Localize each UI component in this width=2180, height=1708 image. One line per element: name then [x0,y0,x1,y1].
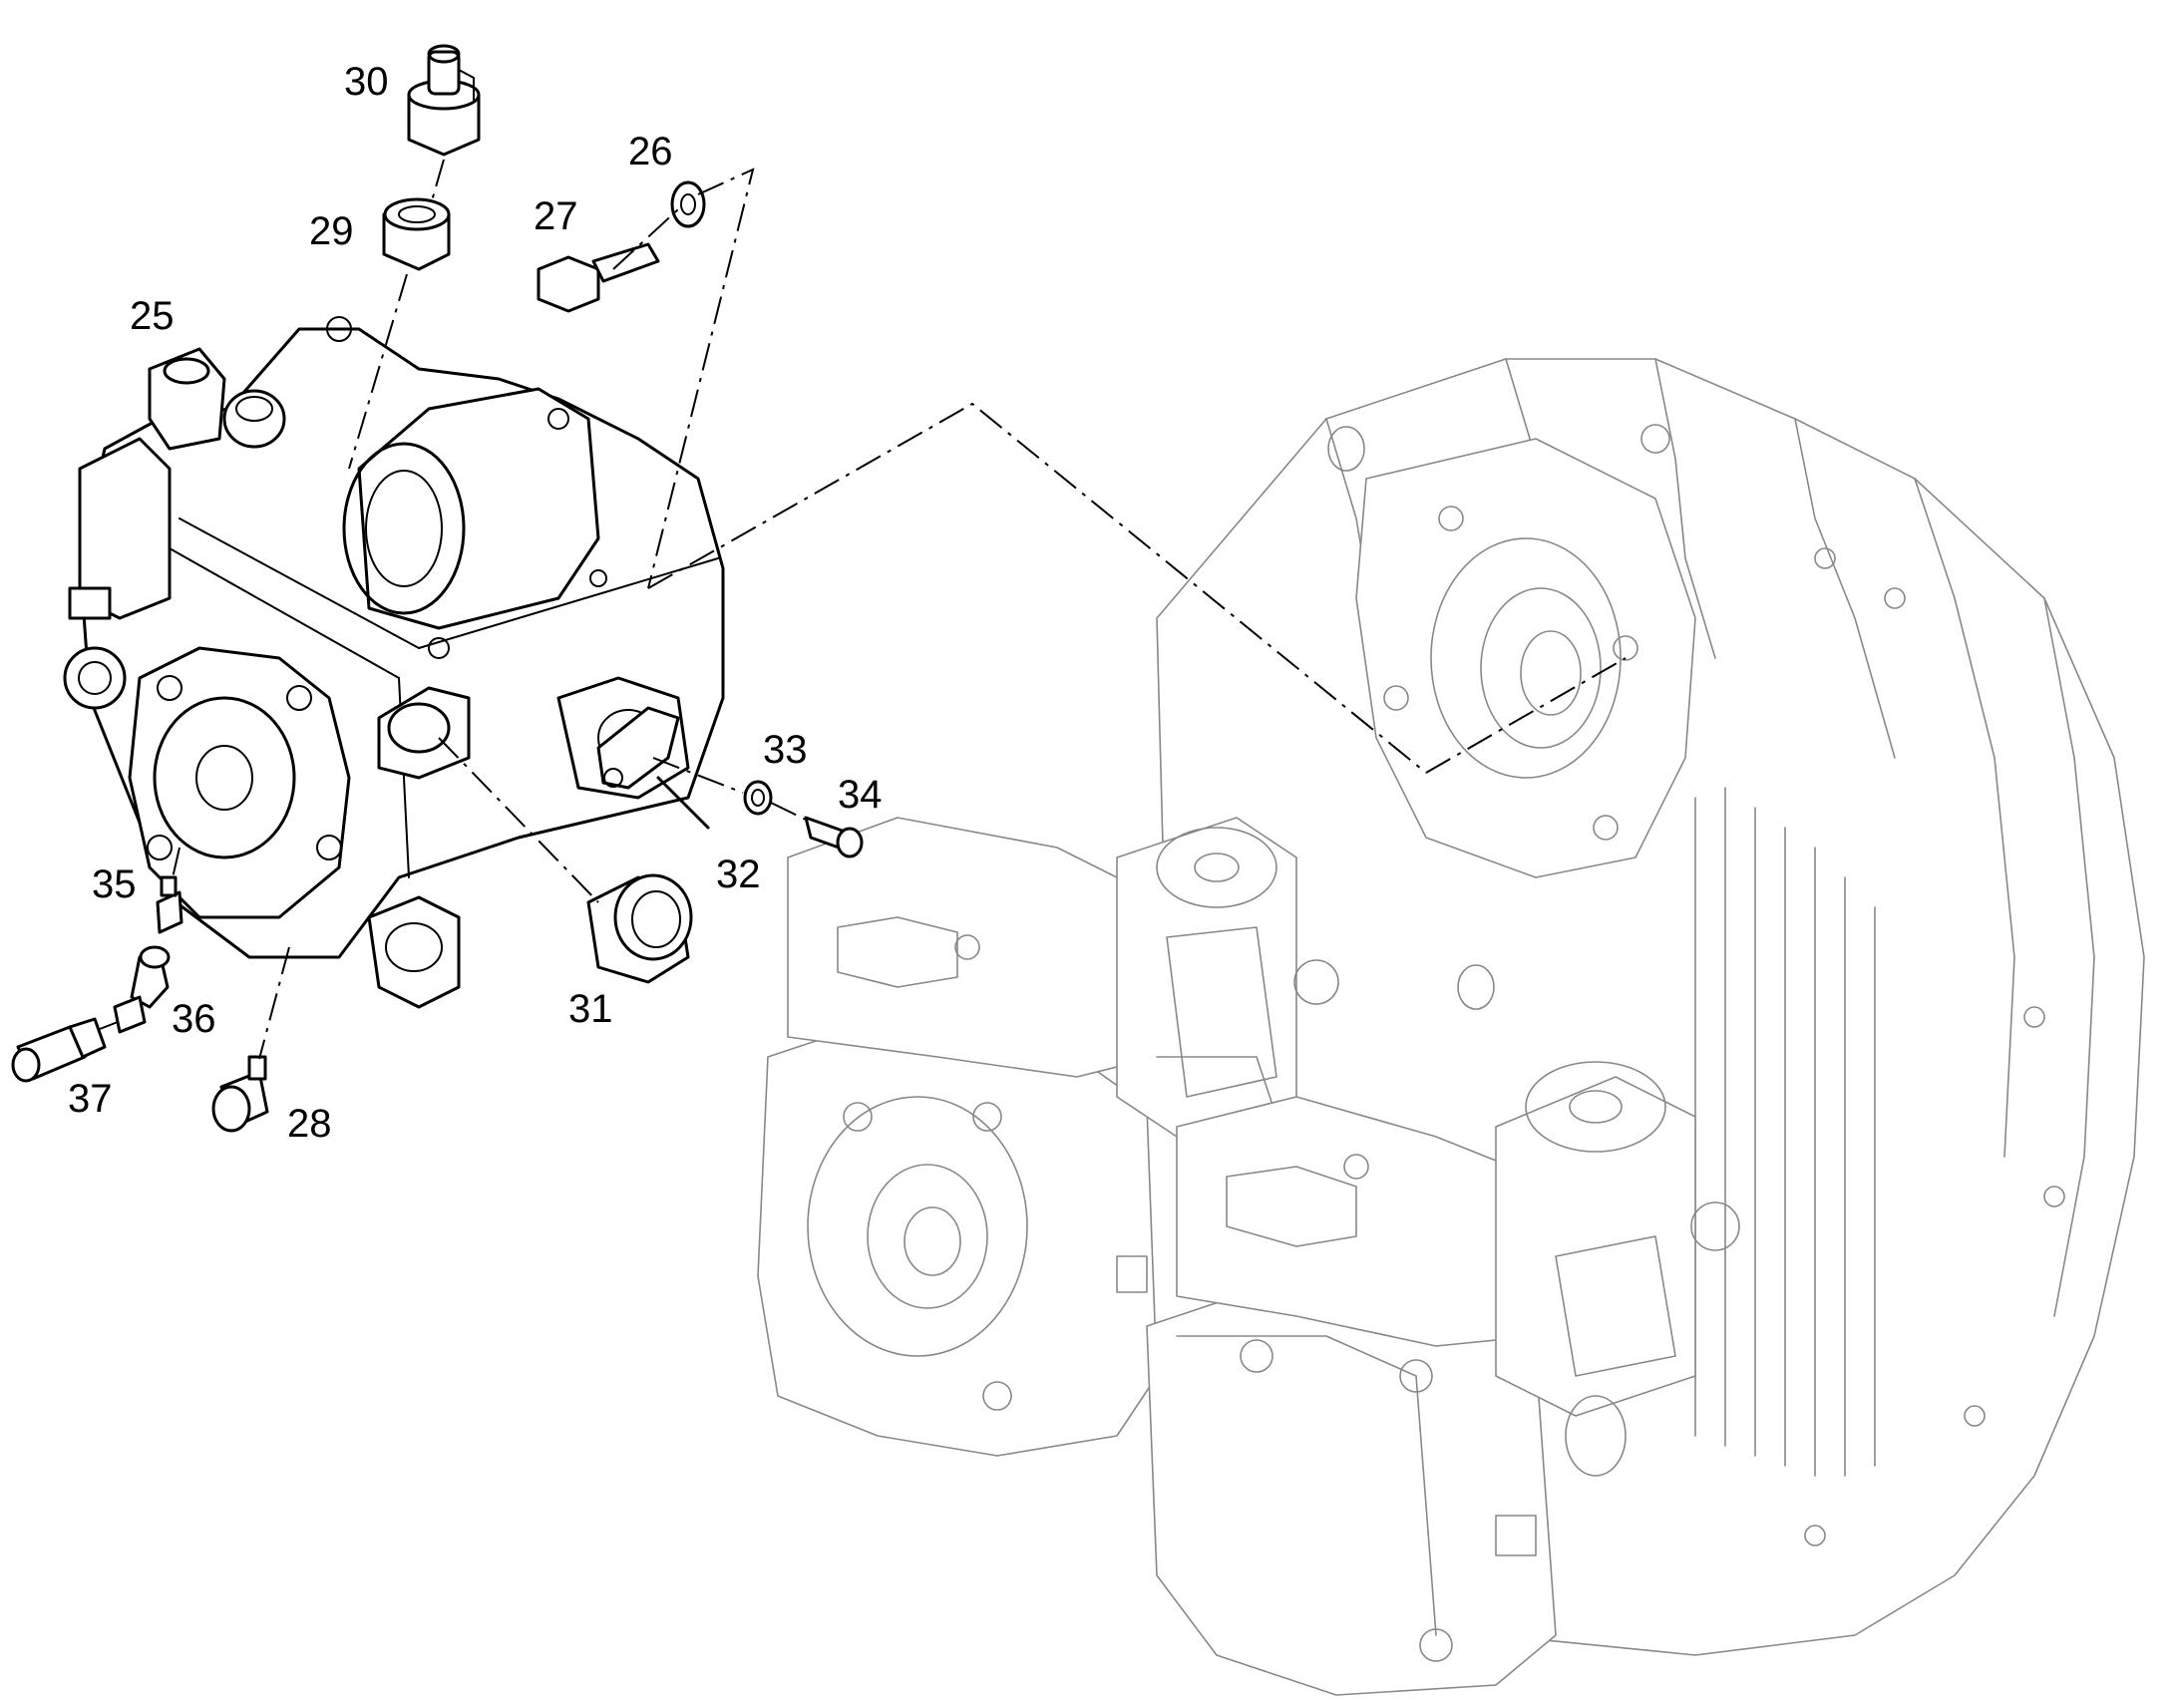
part-34-screw [804,816,864,858]
servo-cylinder [357,387,600,630]
transmission-assembly [757,358,2145,1696]
lower-pump-body [1146,1295,1557,1696]
part-30-breather [407,44,481,157]
pump-front-flange [128,646,351,919]
leader-lines [99,159,1627,1060]
callout-34: 34 [838,773,883,817]
part-35-fitting [156,875,183,934]
callout-35: 35 [92,862,137,906]
part-31-adapter [586,873,693,984]
callout-37: 37 [68,1077,113,1121]
part-28-elbow [211,1055,269,1133]
part-29-adapter [382,197,451,271]
part-37-coupling [11,1017,107,1083]
callout-28: 28 [287,1102,332,1146]
part-32-bracket [596,706,680,790]
callout-25: 25 [130,294,175,338]
part-36-elbow [113,945,171,1034]
callout-31: 31 [568,987,613,1031]
solenoid-valve [148,347,226,451]
callout-26: 26 [628,130,673,173]
exploded-pump [63,316,725,1009]
callout-27: 27 [534,194,578,238]
part-27-bolt [537,242,660,313]
part-26-washer [670,180,706,228]
part-33-washer [743,780,773,816]
callout-30: 30 [344,60,389,104]
callout-29: 29 [309,209,354,253]
callout-32: 32 [716,853,761,896]
callout-33: 33 [763,728,808,772]
callout-36: 36 [172,997,216,1041]
upper-pump-body [757,1036,1158,1457]
callout-labels: 30 29 26 27 25 33 34 32 35 31 36 37 28 [68,60,883,1146]
